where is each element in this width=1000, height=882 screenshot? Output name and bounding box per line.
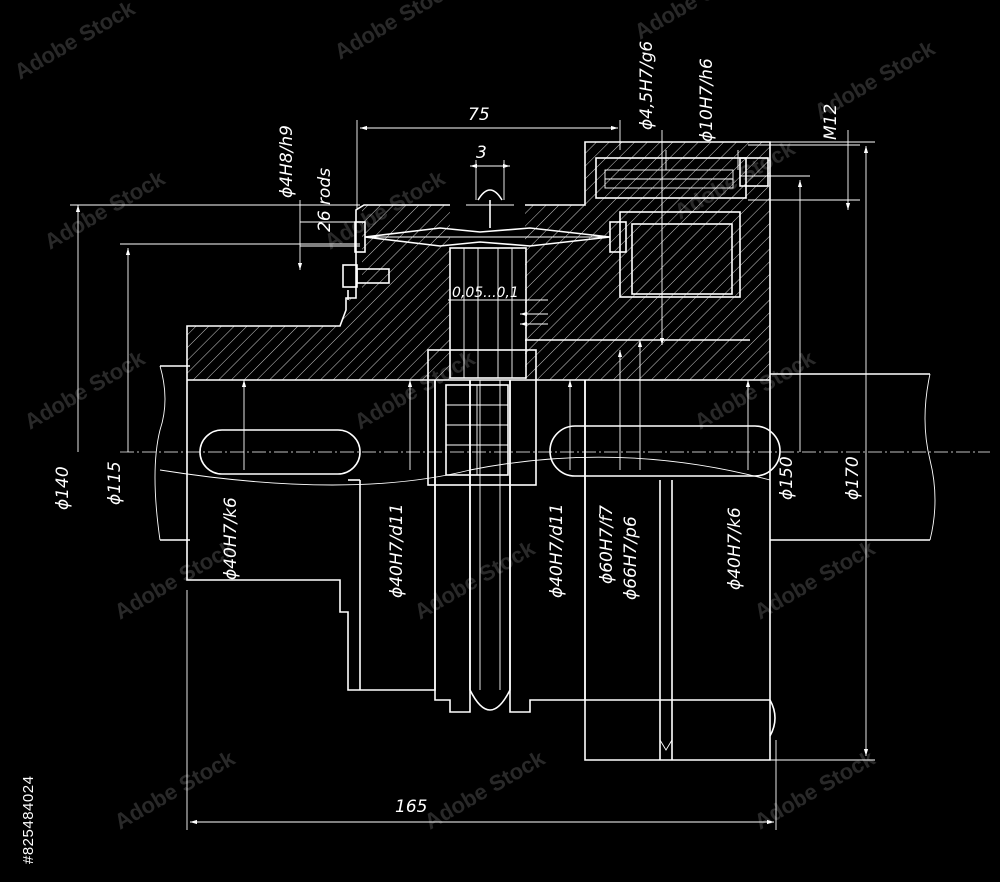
watermark-text: Adobe Stock <box>330 0 460 64</box>
dim-75: 75 <box>468 105 490 125</box>
stock-id-label: #825484024 <box>2 640 37 870</box>
dim-66h7-p6: ϕ66H7/p6 <box>621 516 641 600</box>
dim-4-5h7-g6: ϕ4,5H7/g6 <box>637 41 657 130</box>
dim-140: ϕ140 <box>53 466 73 510</box>
right-shaft <box>770 373 936 541</box>
dim-40h7-k6-right: ϕ40H7/k6 <box>725 507 745 590</box>
dim-115: ϕ115 <box>105 461 125 505</box>
stock-id-text: #825484024 <box>20 775 37 864</box>
watermark-text: Adobe Stock <box>420 745 550 834</box>
dim-40h7-d11-a: ϕ40H7/d11 <box>387 503 407 598</box>
watermark-text: Adobe Stock <box>630 0 760 44</box>
watermark-text: Adobe Stock <box>10 0 140 84</box>
dim-60h7-f7: ϕ60H7/f7 <box>597 505 617 584</box>
dim-rods: 26 rods <box>315 168 335 232</box>
upper-section <box>186 141 771 381</box>
watermark-text: Adobe Stock <box>20 345 150 434</box>
dim-150: ϕ150 <box>777 456 797 500</box>
dim-m12: M12 <box>821 104 841 140</box>
dim-40h7-d11-b: ϕ40H7/d11 <box>547 503 567 598</box>
watermark-text: Adobe Stock <box>110 745 240 834</box>
dim-10h7-h6: ϕ10H7/h6 <box>697 58 717 142</box>
dim-gap: 0,05...0,1 <box>452 285 519 301</box>
dimension-lines <box>70 120 875 830</box>
lower-exterior <box>159 349 781 761</box>
dim-3: 3 <box>476 143 487 163</box>
dim-165: 165 <box>395 797 427 817</box>
dim-40h7-k6-left: ϕ40H7/k6 <box>221 497 241 580</box>
dim-170: ϕ170 <box>843 456 863 500</box>
watermark-text: Adobe Stock <box>40 165 170 254</box>
dimension-labels: ϕ4H8/h9 26 rods 75 3 ϕ4,5H7/g6 ϕ10H7/h6 … <box>53 41 863 817</box>
key-slot-left <box>199 429 361 475</box>
watermark-text: Adobe Stock <box>410 535 540 624</box>
dim-4h8-h9: ϕ4H8/h9 <box>277 125 297 198</box>
left-shaft <box>154 365 190 541</box>
key-slot-right <box>549 425 781 477</box>
